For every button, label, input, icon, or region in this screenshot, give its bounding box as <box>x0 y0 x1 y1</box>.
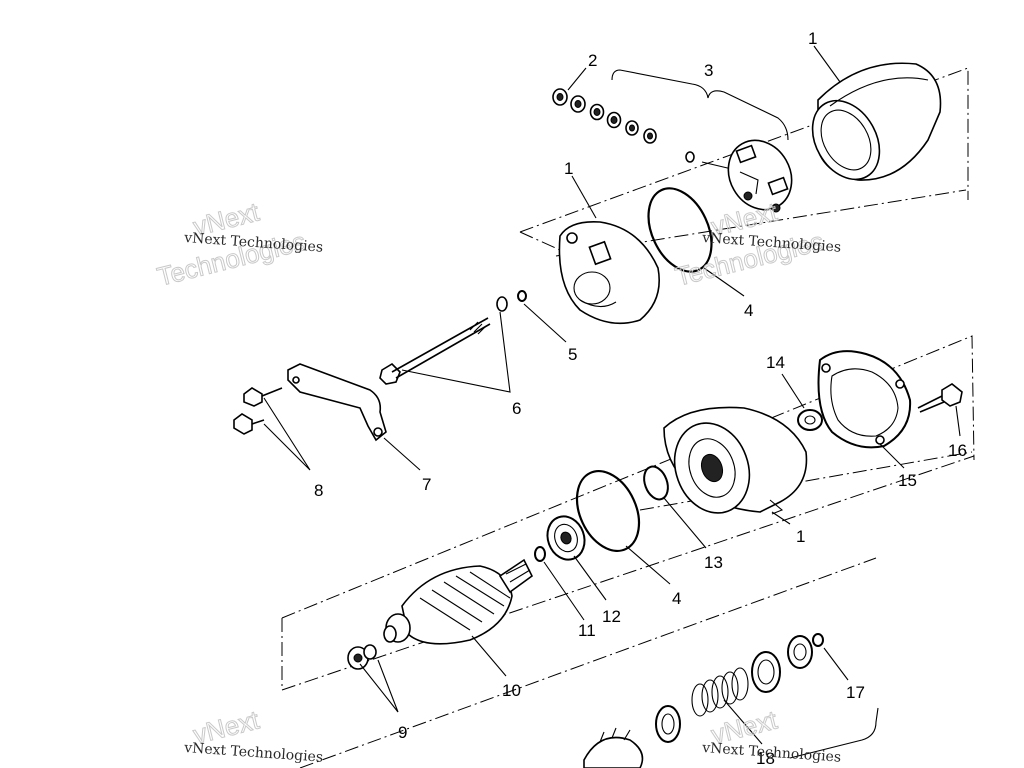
callout-8: 8 <box>314 481 323 500</box>
washer-part-11 <box>534 546 546 562</box>
watermark-right-top: vNext Technologies vNext Technologies <box>672 196 842 292</box>
spring-part-18 <box>691 667 749 717</box>
callout-18: 18 <box>756 749 775 768</box>
callout-1-housing: 1 <box>796 527 805 546</box>
callout-4-top: 4 <box>744 301 753 320</box>
callout-2: 2 <box>588 51 597 70</box>
mounting-bracket-part-7 <box>287 363 387 442</box>
lower-drive-components <box>583 633 824 768</box>
washer-part-14 <box>797 409 823 431</box>
rear-endcap-part-1 <box>558 220 660 325</box>
armature-part-10 <box>383 558 534 645</box>
watermark-right-bottom: vNext vNext Technologies <box>701 704 842 766</box>
callout-labels: 1 2 3 1 4 5 6 7 8 14 16 15 1 13 4 12 11 … <box>314 29 967 768</box>
o-ring-part-13 <box>643 465 669 501</box>
watermark-left-bottom: vNext vNext Technologies <box>183 704 324 766</box>
callout-14: 14 <box>766 353 785 372</box>
callout-5: 5 <box>568 345 577 364</box>
o-ring-part-4-bottom <box>575 470 641 552</box>
front-housing-part-1 <box>663 406 808 515</box>
gasket-part-15 <box>817 350 912 449</box>
callout-10: 10 <box>502 681 521 700</box>
o-ring-part-4-top <box>647 187 713 273</box>
callout-1-endcap: 1 <box>564 159 573 178</box>
callout-17: 17 <box>846 683 865 702</box>
callout-7: 7 <box>422 475 431 494</box>
through-bolt-part-6 <box>379 296 508 385</box>
callout-4-bottom: 4 <box>672 589 681 608</box>
bearing-part-12 <box>546 515 586 561</box>
bolts-part-8 <box>233 387 283 435</box>
leader-lines <box>263 45 961 759</box>
svg-text:vNext Technologies: vNext Technologies <box>183 740 324 766</box>
brushes-part-9 <box>347 644 377 670</box>
motor-yoke-part-1 <box>811 62 942 181</box>
callout-13: 13 <box>704 553 723 572</box>
nut-washer-stack <box>552 88 657 144</box>
callout-11: 11 <box>578 621 596 640</box>
callout-6: 6 <box>512 399 521 418</box>
watermark-left-top: vNext Technologies vNext Technologies <box>154 196 324 292</box>
brush-holder-part-3 <box>685 139 793 213</box>
o-ring-part-5 <box>517 290 527 302</box>
callout-16: 16 <box>948 441 967 460</box>
bolt-part-16 <box>917 383 963 413</box>
callout-15: 15 <box>898 471 917 490</box>
callout-3: 3 <box>704 61 713 80</box>
callout-9: 9 <box>398 723 407 742</box>
callout-12: 12 <box>602 607 621 626</box>
callout-1-yoke: 1 <box>808 29 817 48</box>
